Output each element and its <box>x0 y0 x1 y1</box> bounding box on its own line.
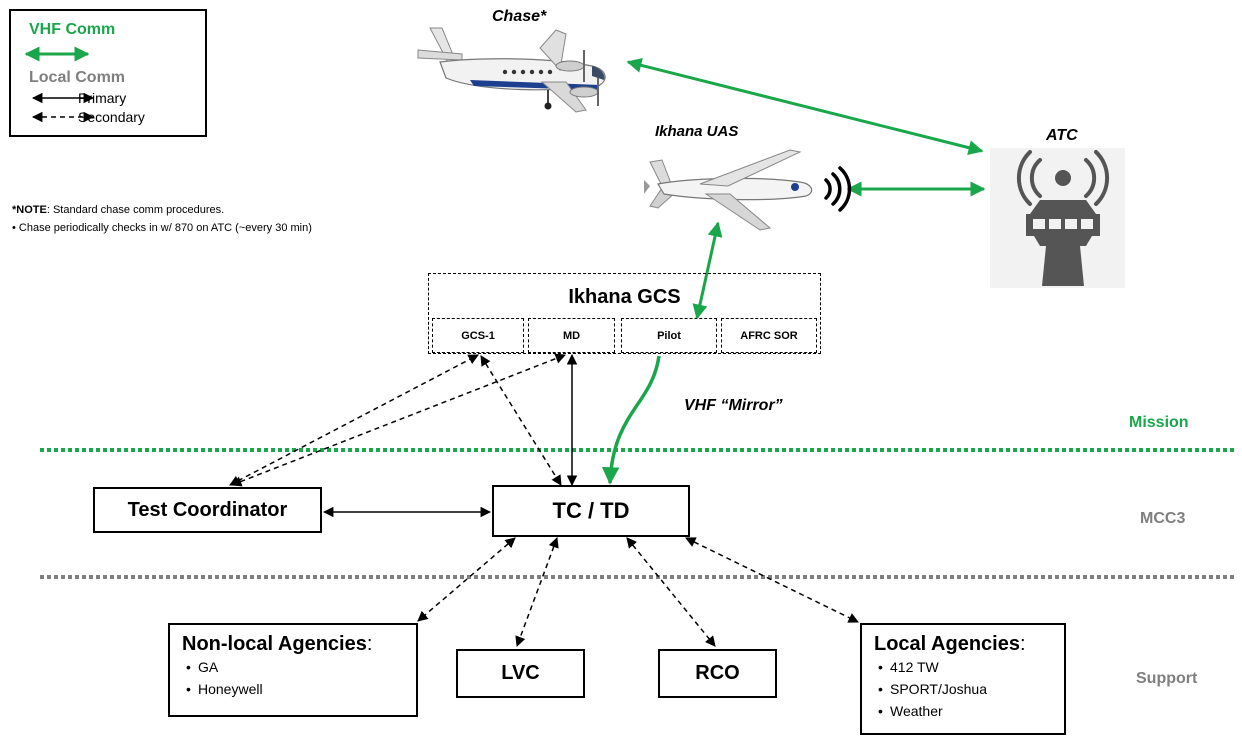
gcs-position-pilot: Pilot <box>621 318 717 353</box>
gcs-position-md: MD <box>528 318 615 353</box>
uas-signal-icon <box>824 166 852 212</box>
gcs1-tctd-secondary-link <box>480 355 562 486</box>
list-item: SPORT/Joshua <box>874 678 1064 700</box>
atc-tower-icon <box>990 148 1125 288</box>
note-text: : Standard chase comm procedures. <box>46 204 225 216</box>
local-agencies-title: Local Agencies: <box>874 633 1026 655</box>
note-prefix: *NOTE <box>12 204 47 216</box>
non-local-agencies-title: Non-local Agencies: <box>182 633 373 655</box>
legend-primary-label: Primary <box>78 90 127 106</box>
tctd-box: TC / TD <box>492 485 690 537</box>
local-agencies-list: 412 TW SPORT/Joshua Weather <box>874 656 1064 722</box>
uas-aircraft-icon <box>644 149 813 231</box>
lvc-box: LVC <box>456 649 585 698</box>
list-item: Weather <box>874 700 1064 722</box>
legend-secondary-label: Secondary <box>78 109 145 125</box>
tctd-rco-secondary-link <box>626 537 716 647</box>
chase-aircraft-icon <box>417 27 606 113</box>
vhf-mirror-label: VHF “Mirror” <box>684 397 783 414</box>
legend: VHF Comm Local Comm Primary Secondary <box>9 9 207 137</box>
tc-md-secondary-link <box>231 353 566 487</box>
rco-box: RCO <box>658 649 777 698</box>
chase-note: *NOTE: Standard chase comm procedures. <box>12 204 224 216</box>
chase-note-bullet: • Chase periodically checks in w/ 870 on… <box>12 222 312 234</box>
tctd-local-secondary-link <box>685 537 859 623</box>
non-local-agencies-list: GA Honeywell <box>182 656 416 700</box>
zone-support-label: Support <box>1136 670 1198 687</box>
legend-local-title: Local Comm <box>29 69 126 86</box>
list-item: 412 TW <box>874 656 1064 678</box>
atc-label: ATC <box>1046 127 1078 144</box>
zone-mission-label: Mission <box>1129 414 1189 431</box>
note-bullet-text: Chase periodically checks in w/ 870 on A… <box>18 222 312 234</box>
chase-atc-vhf-link <box>626 58 984 155</box>
tctd-lvc-secondary-link <box>515 537 559 647</box>
list-item: GA <box>182 656 416 678</box>
chase-label: Chase* <box>492 8 547 25</box>
tc-gcs1-secondary-link <box>229 354 479 486</box>
tctd-nonlocal-secondary-link <box>417 537 516 622</box>
uas-pilot-vhf-link <box>692 221 723 320</box>
non-local-agencies-box: Non-local Agencies: GA Honeywell <box>168 623 418 717</box>
legend-vhf-title: VHF Comm <box>29 21 116 38</box>
vhf-mirror-link <box>601 355 661 485</box>
ikhana-uas-label: Ikhana UAS <box>655 123 739 140</box>
test-coordinator-box: Test Coordinator <box>93 487 322 533</box>
zone-mcc3-label: MCC3 <box>1140 510 1186 527</box>
gcs-position-gcs1: GCS-1 <box>432 318 524 353</box>
ikhana-gcs-title: Ikhana GCS <box>568 286 681 308</box>
ikhana-gcs-box <box>428 273 821 354</box>
local-agencies-box: Local Agencies: 412 TW SPORT/Joshua Weat… <box>860 623 1066 735</box>
gcs-position-afrc-sor: AFRC SOR <box>721 318 817 353</box>
list-item: Honeywell <box>182 678 416 700</box>
